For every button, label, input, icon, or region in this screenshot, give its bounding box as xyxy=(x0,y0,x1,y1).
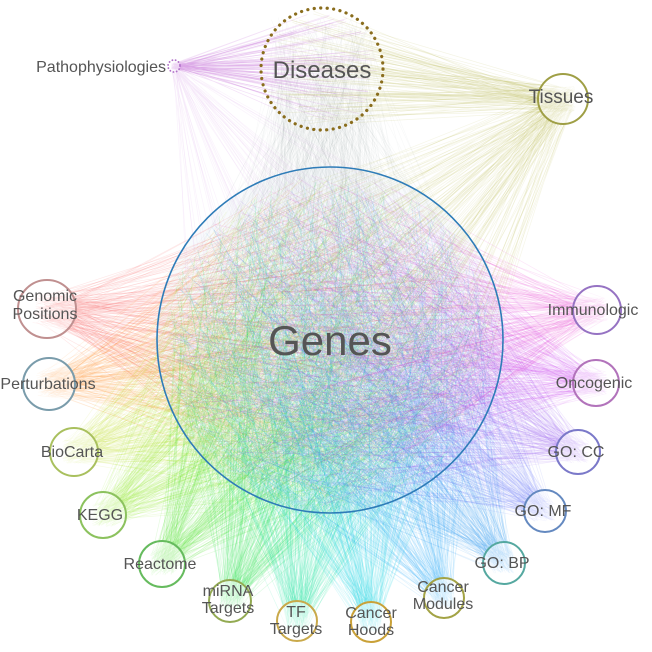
label-line: Targets xyxy=(270,621,322,638)
node-tissues[interactable] xyxy=(537,73,589,125)
edges-reactome-to-genes xyxy=(150,175,494,576)
label-line: Reactome xyxy=(124,556,197,573)
label-line: GO: MF xyxy=(515,503,572,520)
edges-biocarta-to-genes xyxy=(62,175,491,503)
label-pathophysiologies: Pathophysiologies xyxy=(36,59,166,76)
label-line: Pathophysiologies xyxy=(36,59,166,76)
label-immunologic: Immunologic xyxy=(548,302,639,319)
node-reactome[interactable] xyxy=(138,540,186,588)
node-go-bp[interactable] xyxy=(482,541,526,585)
label-tissues: Tissues xyxy=(529,87,594,108)
edges-cancer-modules-to-genes xyxy=(172,184,495,609)
label-oncogenic: Oncogenic xyxy=(556,375,633,392)
label-kegg: KEGG xyxy=(77,507,123,524)
label-go-mf: GO: MF xyxy=(515,503,572,520)
label-genes: Genes xyxy=(268,317,392,364)
node-cancer-modules[interactable] xyxy=(423,577,465,619)
edges-perturbations-to-genes xyxy=(36,179,492,502)
label-line: Positions xyxy=(13,306,78,323)
label-line: Perturbations xyxy=(0,376,95,393)
label-line: miRNA xyxy=(203,583,254,600)
label-line: Targets xyxy=(202,600,254,617)
label-line: TF xyxy=(286,604,306,621)
node-perturbations[interactable] xyxy=(22,357,76,411)
node-biocarta[interactable] xyxy=(49,427,99,477)
label-line: Cancer xyxy=(417,579,469,596)
label-line: Modules xyxy=(413,596,473,613)
node-diseases[interactable] xyxy=(259,6,385,132)
edges-mirna-targets-to-genes xyxy=(170,184,492,612)
node-tf-targets[interactable] xyxy=(276,600,318,642)
edges-diseases-to-genes xyxy=(167,17,489,503)
node-oncogenic[interactable] xyxy=(572,359,620,407)
node-mirna-targets[interactable] xyxy=(208,579,252,623)
label-line: BioCarta xyxy=(41,444,103,461)
edges-pathophysiologies-to-genes xyxy=(170,62,471,482)
label-line: Diseases xyxy=(273,57,372,84)
node-immunologic[interactable] xyxy=(572,285,622,335)
edges-tissues-to-genes xyxy=(168,86,576,496)
label-line: GO: BP xyxy=(474,555,529,572)
node-kegg[interactable] xyxy=(79,491,127,539)
edges-go-cc-to-genes xyxy=(167,183,590,504)
edges-cancer-hoods-to-genes xyxy=(170,186,486,633)
label-perturbations: Perturbations xyxy=(0,376,95,393)
node-go-mf[interactable] xyxy=(523,489,567,533)
label-line: Genes xyxy=(268,317,392,364)
label-line: Hoods xyxy=(348,622,394,639)
label-line: Oncogenic xyxy=(556,375,633,392)
edges-pathophysiologies-to-diseases xyxy=(170,14,377,121)
label-line: Tissues xyxy=(529,87,594,108)
node-genes[interactable] xyxy=(156,166,504,514)
labels-layer: Genes Diseases PathophysiologiesTissuesGen… xyxy=(0,57,638,639)
label-line: Cancer xyxy=(345,605,397,622)
node-cancer-hoods[interactable] xyxy=(350,601,392,643)
edges-go-mf-to-genes xyxy=(175,176,556,522)
label-line: KEGG xyxy=(77,507,123,524)
label-reactome: Reactome xyxy=(124,556,197,573)
edges-tf-targets-to-genes xyxy=(166,181,494,632)
node-genomic-positions[interactable] xyxy=(17,279,77,339)
label-go-bp: GO: BP xyxy=(474,555,529,572)
edges-oncogenic-to-genes xyxy=(164,175,608,506)
node-go-cc[interactable] xyxy=(555,429,601,475)
edges-tissues-to-diseases xyxy=(268,10,576,125)
label-go-cc: GO: CC xyxy=(548,444,605,461)
edges-kegg-to-genes xyxy=(91,180,495,527)
label-biocarta: BioCarta xyxy=(41,444,103,461)
label-diseases: Diseases xyxy=(273,57,372,84)
label-line: GO: CC xyxy=(548,444,605,461)
label-line: Genomic xyxy=(13,288,77,305)
label-line: Immunologic xyxy=(548,302,639,319)
node-pathophysiologies[interactable] xyxy=(167,59,181,73)
nodes-layer xyxy=(17,6,622,643)
